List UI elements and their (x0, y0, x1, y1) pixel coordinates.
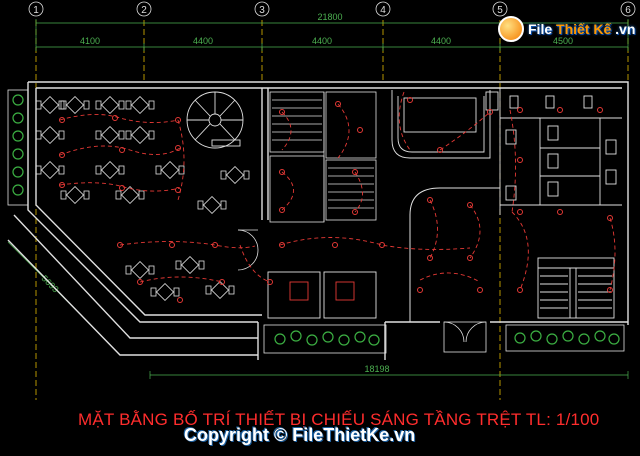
bottom-dimension-line (149, 371, 629, 379)
logo-brand-accent: Thiết Kế (556, 21, 612, 37)
central-stair (269, 91, 377, 223)
span-dimension-2: 4400 (193, 36, 213, 46)
axis-label-4: 4 (380, 5, 386, 16)
axis-bubbles: 1 2 3 4 5 6 (28, 1, 636, 17)
logo-wordmark: File Thiết Kế .vn (528, 21, 635, 37)
dining-tables (35, 95, 250, 302)
spiral-staircase (186, 91, 244, 149)
drawing-caption: MẶT BẰNG BỐ TRÍ THIẾT BỊ CHIẾU SÁNG TẦNG… (78, 410, 600, 429)
span-dimension-5: 4500 (553, 36, 573, 46)
span-dimension-3: 4400 (312, 36, 332, 46)
front-planters (263, 324, 625, 354)
top-dimension-lines (35, 19, 629, 51)
logo-suffix: .vn (615, 21, 636, 37)
axis-label-1: 1 (33, 5, 39, 16)
overall-width-dimension: 21800 (317, 12, 342, 22)
corridor-wall (409, 187, 500, 216)
filethietke-logo[interactable]: File Thiết Kế .vn (498, 14, 635, 44)
bottom-overall-dimension: 18198 (364, 364, 389, 374)
axis-lines (35, 20, 629, 400)
light-fixtures (59, 97, 613, 303)
rear-staircase (537, 257, 615, 319)
logo-brand: File (528, 21, 553, 37)
doors (237, 229, 487, 353)
toilet-block (499, 88, 622, 215)
left-planter (7, 89, 29, 206)
span-dimension-4: 4400 (431, 36, 451, 46)
axis-label-5: 5 (497, 5, 503, 16)
logo-badge-icon (498, 16, 524, 42)
axis-label-6: 6 (625, 5, 631, 16)
service-boxes (267, 271, 377, 319)
copyright-watermark: Copyright © FileThietKe.vn (184, 425, 416, 445)
axis-label-3: 3 (259, 5, 265, 16)
lighting-circuits (59, 91, 616, 291)
span-dimension-1: 4100 (80, 36, 100, 46)
axis-label-2: 2 (141, 5, 147, 16)
